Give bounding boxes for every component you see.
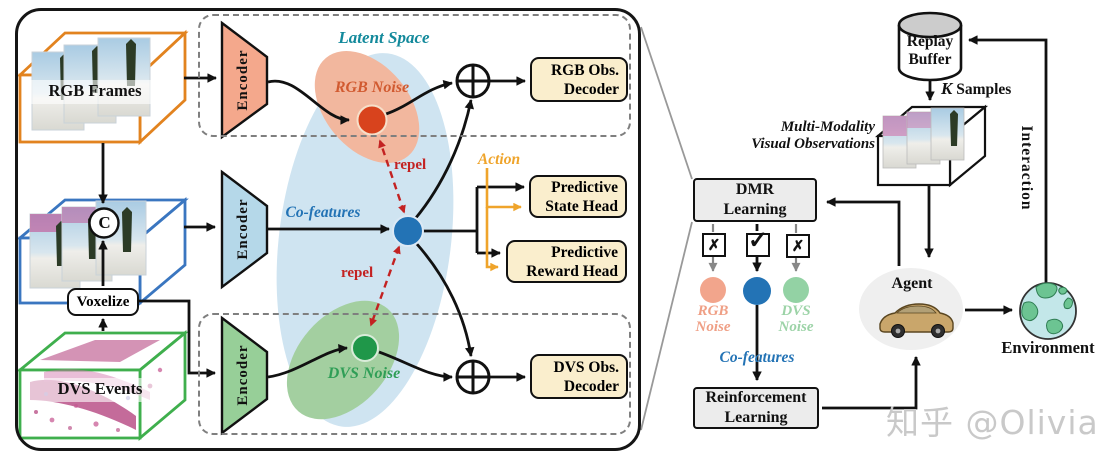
encoder-dvs-label: Encoder <box>235 344 251 406</box>
rl-line1: Reinforcement <box>705 389 807 406</box>
dvs-noise-line1: DVS <box>781 303 811 319</box>
concat-symbol: C <box>98 213 111 232</box>
right-flow-arrows <box>752 35 1048 410</box>
replay-line1: Replay <box>906 33 954 50</box>
dmr-detail-panel <box>15 8 641 451</box>
dvs-obs-decoder-line1: DVS Obs. <box>553 358 619 376</box>
watermark: 知乎 @Olivia <box>886 403 1099 442</box>
rgb-noise-label: RGB Noise <box>334 79 410 96</box>
observations-box <box>875 104 989 188</box>
encoder-co-label: Encoder <box>235 198 251 260</box>
predictive-reward-head-box: Predictive Reward Head <box>506 240 627 283</box>
encoder-dvs-shape <box>220 315 269 436</box>
repel-arrows <box>369 139 406 327</box>
action-arrows <box>485 168 522 272</box>
cross-icon: ✗ <box>707 237 721 254</box>
k-samples-label: K Samples <box>941 79 1011 99</box>
encoder-co-shape <box>220 169 269 290</box>
reinforcement-learning-box: Reinforcement Learning <box>693 387 819 429</box>
voxelize-box: Voxelize <box>67 288 139 316</box>
state-head-line1: Predictive <box>551 178 618 196</box>
observation-frame-images <box>882 107 965 169</box>
dvs-branch-dashed-box <box>198 313 631 435</box>
reward-head-line2: Reward Head <box>526 262 618 280</box>
rgb-noise-small-label: RGB Noise <box>688 303 738 335</box>
reward-head-line1: Predictive <box>551 243 618 261</box>
dmr-line2: Learning <box>723 201 787 218</box>
encoder-rgb-shape <box>220 20 269 140</box>
agent-area <box>859 268 963 350</box>
callout-line-bottom <box>640 221 693 431</box>
rgb-obs-decoder-line2: Decoder <box>563 80 619 98</box>
interaction-label: Interaction <box>1018 125 1035 211</box>
noise-circles <box>700 277 809 305</box>
environment-label: Environment <box>1001 338 1095 357</box>
accept-checkbox-co: ✓ <box>746 228 770 257</box>
reject-checkbox-rgb: ✗ <box>702 233 726 257</box>
dvs-noise-blob <box>286 300 400 420</box>
co-features-label: Co-features <box>285 204 361 221</box>
dvs-obs-decoder-line2: Decoder <box>563 377 619 395</box>
dvs-noise-label: DVS Noise <box>327 365 401 382</box>
dmr-learning-box: DMR Learning <box>693 178 817 222</box>
replay-line2: Buffer <box>908 51 952 68</box>
rgb-branch-dashed-box <box>198 14 631 137</box>
dvs-noise-dot <box>351 334 379 362</box>
dvs-obs-decoder-box: DVS Obs. Decoder <box>530 354 628 399</box>
replay-buffer-label: Replay Buffer <box>899 33 961 69</box>
multi-modality-line1: Multi-Modality <box>780 119 875 135</box>
callout-line-top <box>640 26 693 180</box>
co-features-small-label: Co-features <box>719 349 795 366</box>
rgb-obs-decoder-box: RGB Obs. Decoder <box>530 57 628 102</box>
rgb-frames-box <box>16 29 189 146</box>
rl-line2: Learning <box>724 409 788 426</box>
encoder-rgb-label: Encoder <box>235 49 251 111</box>
rgb-noise-dot <box>356 104 388 136</box>
co-features-dot <box>392 215 424 247</box>
reject-checkbox-dvs: ✗ <box>786 234 810 258</box>
rgb-frames-label: RGB Frames <box>48 81 142 100</box>
concat-icon <box>88 207 120 239</box>
multi-modality-label: Multi-Modality Visual Observations <box>715 119 875 153</box>
rgb-obs-decoder-line1: RGB Obs. <box>550 61 619 79</box>
agent-label: Agent <box>891 275 933 292</box>
dmr-line1: DMR <box>735 181 775 198</box>
dvs-noise-line2: Noise <box>778 319 814 335</box>
dvs-noise-small-label: DVS Noise <box>771 303 821 335</box>
predictive-state-head-box: Predictive State Head <box>529 175 627 218</box>
globe-icon <box>1019 282 1077 340</box>
voxelize-label: Voxelize <box>76 293 130 310</box>
action-label: Action <box>477 151 521 168</box>
dvs-events-label: DVS Events <box>57 379 143 398</box>
rgb-noise-circle <box>700 277 726 303</box>
rgb-noise-line1: RGB <box>697 303 729 319</box>
add-icon <box>455 63 491 99</box>
dvs-noise-circle <box>783 277 809 303</box>
latent-space-label: Latent Space <box>338 28 430 47</box>
k-symbol: K <box>941 79 953 98</box>
multi-modality-line2: Visual Observations <box>751 136 875 152</box>
repel-top-label: repel <box>394 157 427 173</box>
replay-buffer-cylinder <box>897 11 963 82</box>
state-head-line2: State Head <box>545 197 618 215</box>
add-icon <box>455 359 491 395</box>
cross-icon: ✗ <box>791 238 805 255</box>
repel-bottom-label: repel <box>341 265 374 281</box>
samples-label: Samples <box>956 81 1012 98</box>
check-icon: ✓ <box>747 227 769 254</box>
car-icon <box>879 303 954 338</box>
flow-arrows <box>98 73 526 382</box>
rgb-noise-line2: Noise <box>695 319 731 335</box>
co-features-circle <box>743 277 771 305</box>
